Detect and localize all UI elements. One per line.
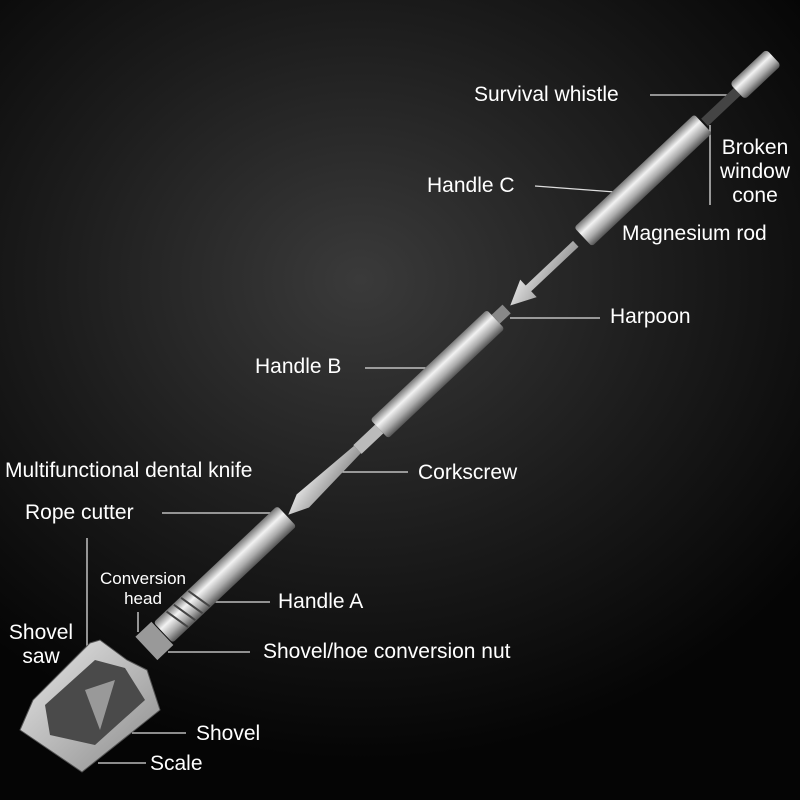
label-line: saw — [22, 645, 60, 668]
handle-c — [575, 115, 711, 246]
callout-lines — [86, 94, 730, 764]
label-rope-cutter: Rope cutter — [25, 501, 134, 524]
tool-shaft — [135, 50, 780, 661]
label-shovel-saw: Shovel saw — [2, 621, 80, 669]
corkscrew — [353, 424, 384, 454]
label-handle-c: Handle C — [427, 174, 515, 197]
label-handle-a: Handle A — [278, 590, 364, 613]
shovel-head — [19, 639, 161, 773]
window-cone — [731, 50, 780, 98]
label-broken-window-cone: Broken window cone — [712, 136, 798, 208]
label-harpoon: Harpoon — [610, 305, 691, 328]
handle-b — [371, 311, 504, 438]
label-line: window — [719, 160, 791, 183]
label-shovel: Shovel — [196, 722, 261, 745]
label-conversion-head: Conversion head — [88, 569, 198, 609]
harpoon — [510, 240, 579, 306]
label-survival-whistle: Survival whistle — [474, 83, 619, 106]
label-line: Broken — [721, 136, 789, 159]
dental-knife — [288, 445, 361, 515]
label-dental-knife: Multifunctional dental knife — [5, 459, 253, 482]
label-conversion-nut: Shovel/hoe conversion nut — [263, 640, 511, 663]
label-line: Shovel — [8, 621, 74, 644]
label-scale: Scale — [150, 752, 203, 775]
conversion-nut — [135, 621, 174, 661]
label-line: Conversion — [100, 569, 186, 588]
label-corkscrew: Corkscrew — [418, 461, 518, 484]
label-magnesium-rod: Magnesium rod — [622, 222, 767, 245]
handle-a — [154, 507, 296, 642]
label-line: head — [124, 589, 162, 608]
label-line: cone — [732, 184, 778, 207]
label-handle-b: Handle B — [255, 355, 342, 378]
whistle — [701, 87, 741, 127]
